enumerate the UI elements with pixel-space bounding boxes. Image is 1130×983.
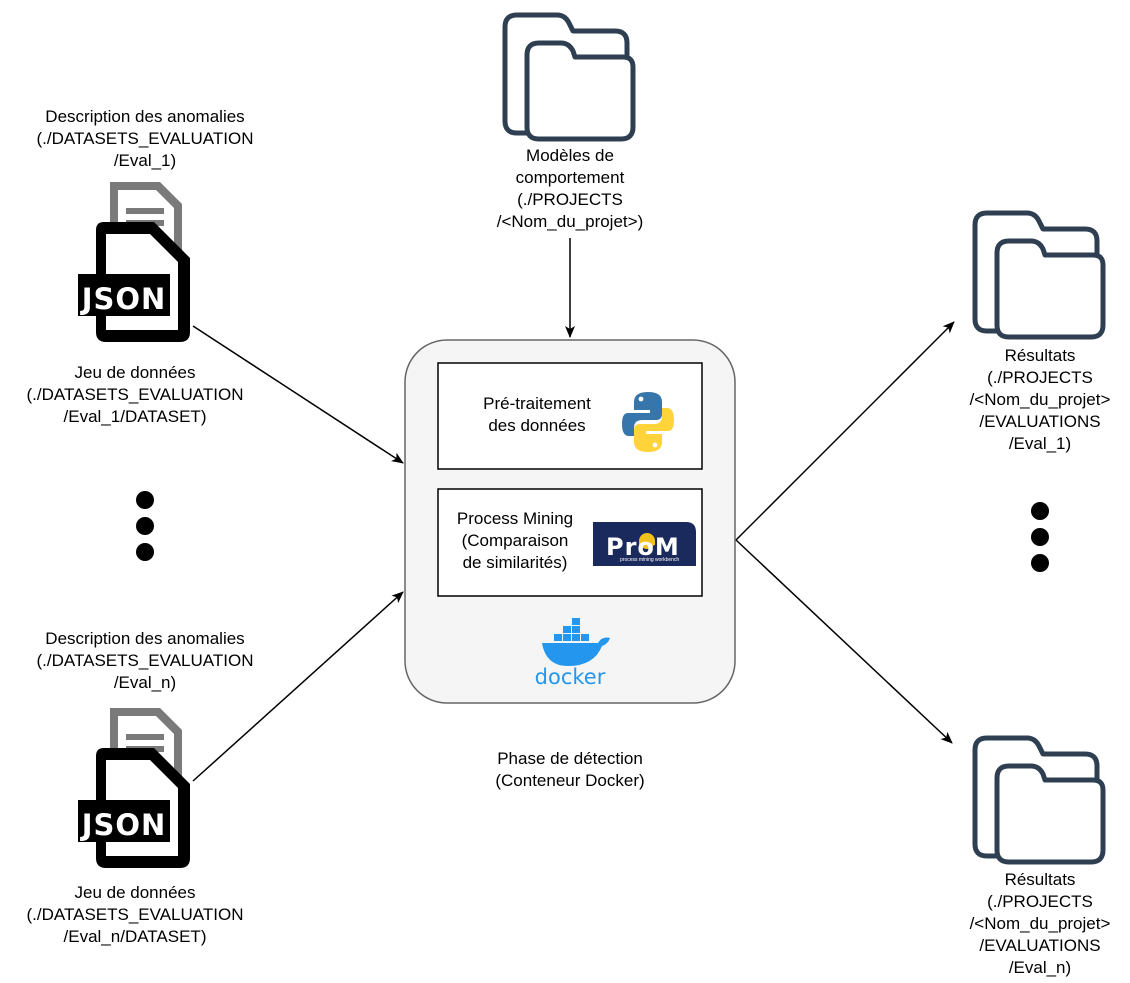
ellipsis-dots-outputs — [1031, 502, 1049, 572]
prom-logo-text: ProM — [606, 533, 680, 561]
json-badge-eval-n: JSON — [81, 808, 167, 842]
preprocessing-step-label: Pré-traitement des données — [483, 394, 591, 435]
arrow-container-to-results-n — [735, 539, 953, 744]
behavior-models-label: Modèles de comportement (./PROJECTS /<No… — [496, 146, 644, 231]
python-logo-icon — [622, 392, 674, 452]
docker-logo-icon — [542, 618, 610, 666]
json-badge-eval-1: JSON — [81, 282, 167, 316]
arrow-container-to-results-1 — [735, 321, 955, 541]
arrow-eval-1-to-container — [192, 325, 404, 464]
results-label-eval-1: Résultats (./PROJECTS /<Nom_du_projet> /… — [969, 346, 1111, 453]
ellipsis-dots-inputs — [136, 491, 154, 561]
folder-icon-results-eval-1 — [975, 213, 1103, 337]
dataset-label-eval-1: Jeu de données (./DATASETS_EVALUATION /E… — [26, 363, 244, 426]
arrow-eval-n-to-container — [192, 591, 404, 782]
prom-logo-subtext: process mining workbench — [620, 557, 680, 563]
prom-logo — [593, 522, 696, 566]
anomaly-description-label-eval-n: Description des anomalies (./DATASETS_EV… — [36, 629, 254, 692]
results-label-eval-n: Résultats (./PROJECTS /<Nom_du_projet> /… — [969, 870, 1111, 977]
process-mining-step-label: Process Mining (Comparaison de similarit… — [456, 509, 574, 572]
detection-phase-caption: Phase de détection (Conteneur Docker) — [495, 749, 645, 790]
folder-icon-results-eval-n — [975, 738, 1103, 862]
dataset-label-eval-n: Jeu de données (./DATASETS_EVALUATION /E… — [26, 883, 244, 946]
folder-icon-models — [505, 15, 633, 139]
anomaly-description-label-eval-1: Description des anomalies (./DATASETS_EV… — [36, 107, 254, 170]
docker-logo-text: docker — [534, 665, 606, 689]
json-file-icon-eval-n — [78, 708, 190, 868]
json-file-icon-eval-1 — [78, 182, 190, 342]
